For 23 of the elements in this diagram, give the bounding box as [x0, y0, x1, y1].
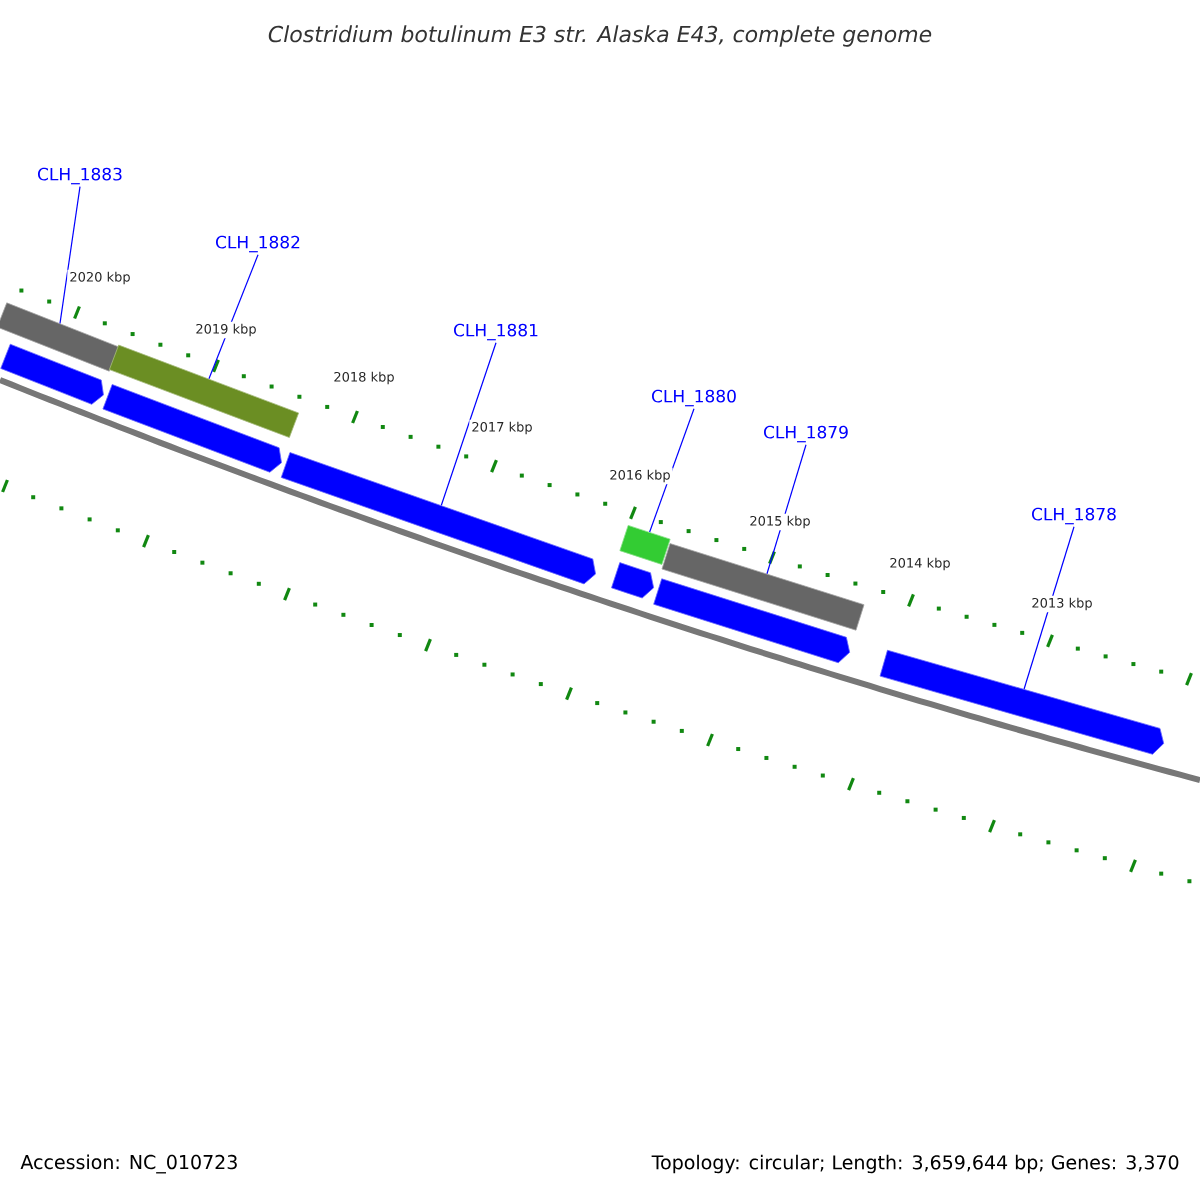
gene-feature [661, 543, 865, 631]
accession-label: Accession: NC_010723 [20, 1154, 237, 1174]
gene-feature [280, 452, 596, 585]
gene-feature [619, 525, 671, 565]
gene-label: CLH_1881 [454, 323, 538, 341]
title: Clostridium botulinum E3 str. Alaska E43, complete genome [268, 25, 932, 47]
leader-line [1023, 526, 1075, 690]
gene-feature [102, 384, 282, 473]
gene-feature [108, 344, 299, 438]
gene-label: CLH_1879 [764, 425, 848, 443]
gene-label: CLH_1880 [652, 389, 736, 407]
gene-label: CLH_1883 [38, 167, 122, 185]
leader-line [208, 254, 259, 380]
gene-feature [611, 562, 655, 599]
gene-feature [653, 578, 851, 664]
leader-line [59, 186, 81, 324]
gene-label: CLH_1882 [216, 235, 300, 253]
gene-feature [0, 302, 120, 372]
gene-label: CLH_1878 [1032, 507, 1116, 525]
genome-info-label: Topology: circular; Length: 3,659,644 bp; Genes: 3,370 [651, 1154, 1179, 1174]
gene-feature [0, 343, 104, 405]
leader-line [440, 342, 497, 506]
gene-feature [879, 649, 1165, 755]
